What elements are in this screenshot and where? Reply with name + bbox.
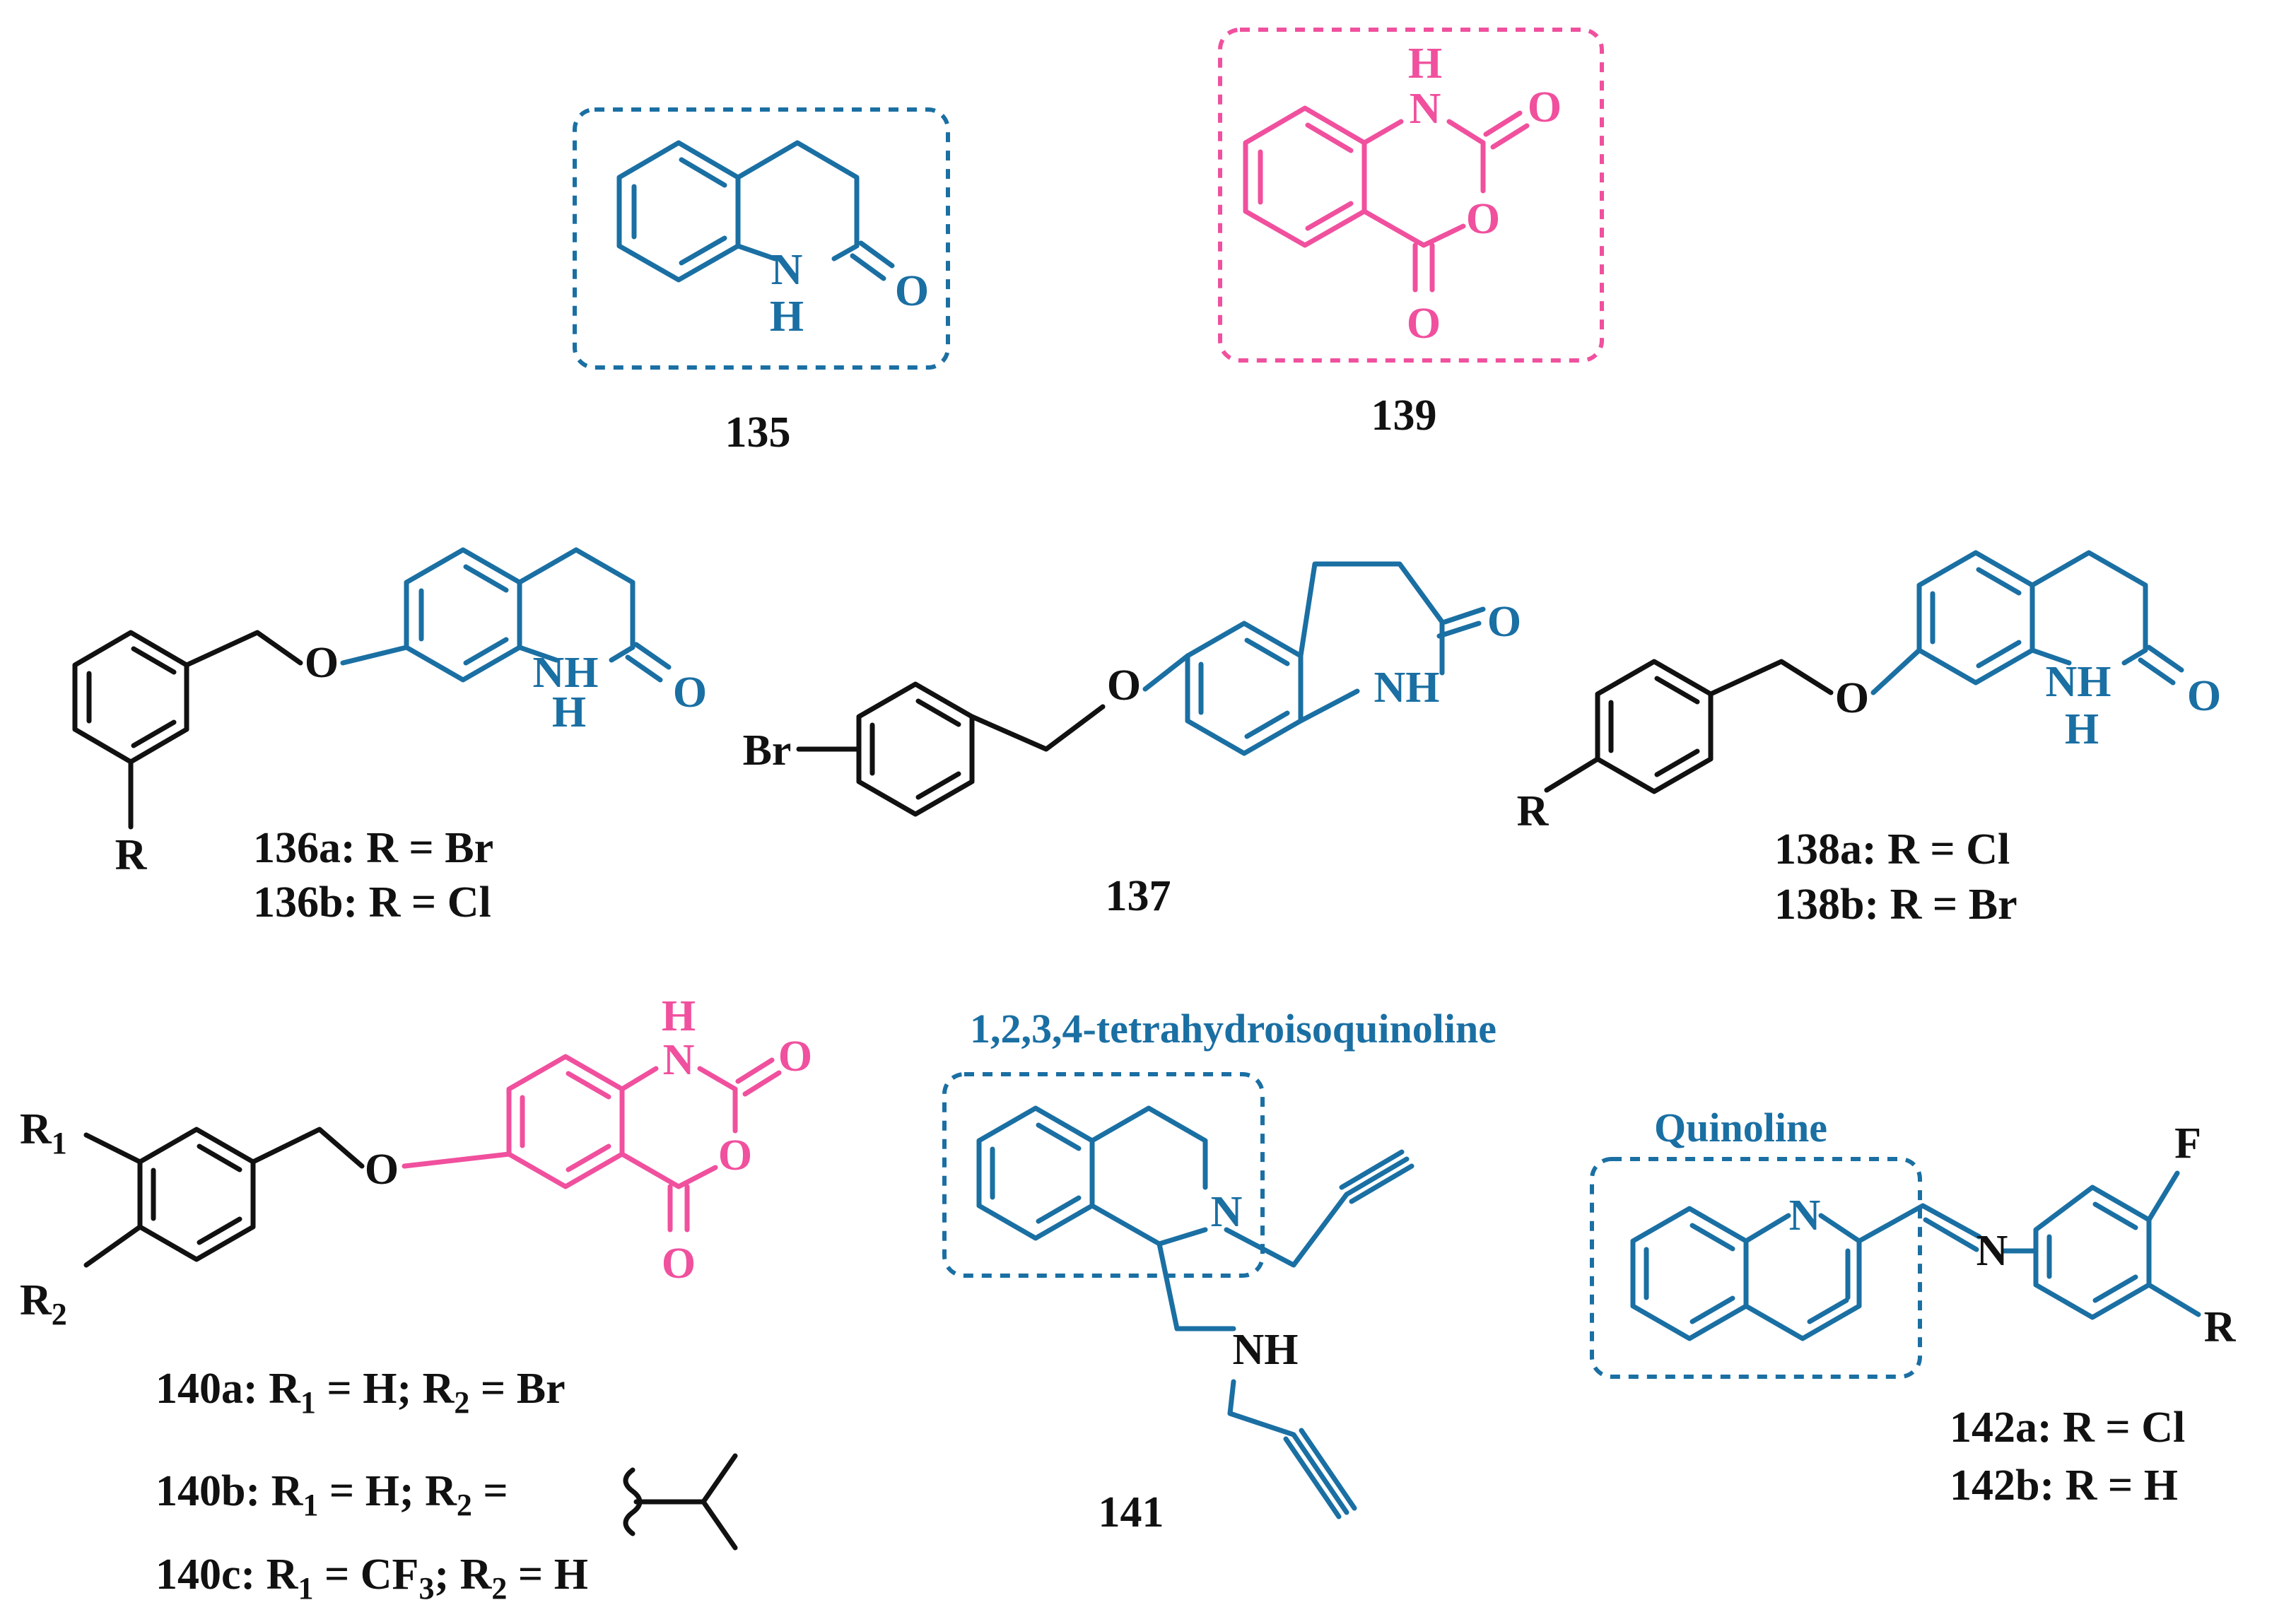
highlight-box-141 bbox=[942, 1072, 1265, 1278]
atom-o-ether: O bbox=[1835, 674, 1869, 722]
compound-label-141: 141 bbox=[1099, 1488, 1164, 1536]
compound-label-140c: 140c: R1 = CF3; R2 = H bbox=[156, 1551, 588, 1606]
compound-141: 1,2,3,4-tetrahydroisoquinoline N NH 141 bbox=[942, 1006, 1496, 1536]
atom-r: R bbox=[2204, 1303, 2237, 1351]
compound-label-138a: 138a: R = Cl bbox=[1774, 825, 2010, 874]
atom-n: N bbox=[1211, 1188, 1243, 1236]
scaffold-label-tetrahydroisoquinoline: 1,2,3,4-tetrahydroisoquinoline bbox=[970, 1006, 1496, 1052]
atom-o-ring: O bbox=[1466, 195, 1500, 243]
compound-label-137: 137 bbox=[1106, 872, 1171, 920]
atom-r1: R1 bbox=[20, 1105, 67, 1160]
compound-135: N H O 135 bbox=[573, 107, 950, 457]
atom-n-quinoline: N bbox=[1789, 1192, 1821, 1240]
compound-label-142a: 142a: R = Cl bbox=[1950, 1404, 2185, 1452]
atom-br: Br bbox=[743, 727, 792, 775]
compound-142: Quinoline N N F R 142a: R = Cl 142b: R =… bbox=[1590, 1105, 2237, 1510]
atom-nh: NH bbox=[2046, 658, 2112, 706]
atom-r2: R2 bbox=[20, 1276, 67, 1331]
atom-r: R bbox=[115, 831, 148, 879]
atom-o-ether: O bbox=[305, 639, 339, 687]
atom-n: N bbox=[771, 246, 803, 294]
atom-n: N bbox=[1410, 85, 1441, 133]
atom-o: O bbox=[895, 267, 929, 315]
atom-o-carbonyl-2: O bbox=[662, 1240, 696, 1288]
atom-o-ether: O bbox=[365, 1146, 399, 1194]
atom-h: H bbox=[552, 688, 586, 736]
highlight-box-142 bbox=[1590, 1157, 1922, 1379]
compound-label-140a: 140a: R1 = H; R2 = Br bbox=[156, 1365, 566, 1420]
atom-o-carbonyl: O bbox=[778, 1033, 812, 1081]
atom-o-carbonyl: O bbox=[1528, 83, 1562, 131]
highlight-box-135 bbox=[573, 107, 950, 370]
atom-o-carbonyl: O bbox=[2187, 672, 2221, 720]
scaffold-label-quinoline: Quinoline bbox=[1654, 1105, 1827, 1151]
atom-f: F bbox=[2174, 1119, 2201, 1168]
compound-137: Br O NH O 137 bbox=[743, 561, 1521, 920]
compound-140: O H N O O O R1 R2 140a: R1 = H; R2 = Br … bbox=[20, 992, 812, 1606]
compound-label-135: 135 bbox=[725, 408, 791, 457]
highlight-box-139 bbox=[1218, 28, 1604, 363]
atom-r: R bbox=[1517, 787, 1550, 835]
atom-o-ether: O bbox=[1107, 662, 1141, 710]
compound-136: O NH H O R 136a: R = Br 136b: R = Cl bbox=[72, 547, 707, 927]
compound-label-139: 139 bbox=[1371, 392, 1437, 440]
atom-o-carbonyl-2: O bbox=[1407, 300, 1441, 348]
compound-label-142b: 142b: R = H bbox=[1950, 1462, 2178, 1510]
atom-h: H bbox=[2065, 705, 2099, 753]
atom-h: H bbox=[662, 992, 696, 1040]
atom-nh: NH bbox=[1233, 1326, 1299, 1374]
atom-h: H bbox=[1408, 40, 1442, 88]
atom-n: N bbox=[663, 1036, 695, 1084]
atom-nh: NH bbox=[533, 649, 599, 697]
atom-o-ring: O bbox=[718, 1131, 752, 1180]
compound-138: O NH H O R 138a: R = Cl 138b: R = Br bbox=[1517, 550, 2221, 929]
compound-139: H N O O O 139 bbox=[1218, 28, 1604, 440]
atom-o-carbonyl: O bbox=[673, 669, 707, 717]
atom-o-carbonyl: O bbox=[1487, 598, 1521, 646]
compound-label-140b: 140b: R1 = H; R2 = bbox=[156, 1467, 508, 1522]
atom-h: H bbox=[770, 293, 804, 341]
compound-label-138b: 138b: R = Br bbox=[1774, 881, 2017, 929]
atom-nh: NH bbox=[1374, 664, 1440, 712]
compound-label-136a: 136a: R = Br bbox=[253, 824, 493, 872]
isopropyl-substituent-drawing bbox=[623, 1453, 738, 1551]
atom-n-imine: N bbox=[1976, 1227, 2008, 1275]
compound-label-136b: 136b: R = Cl bbox=[253, 878, 491, 927]
